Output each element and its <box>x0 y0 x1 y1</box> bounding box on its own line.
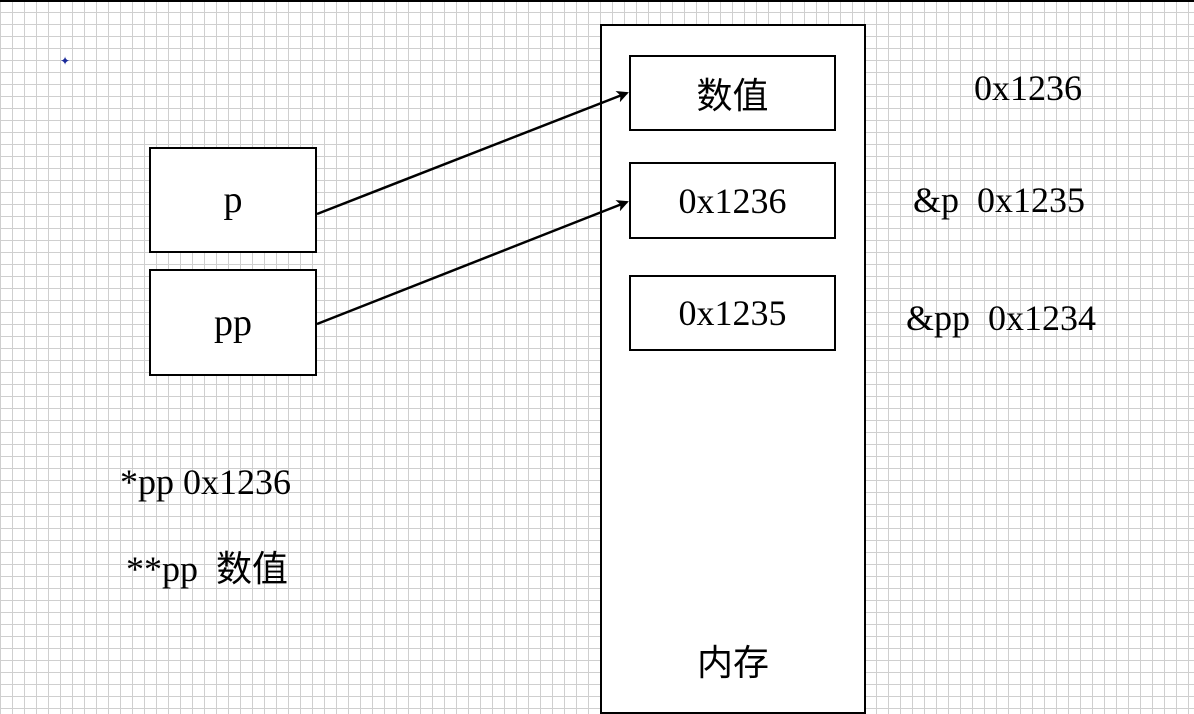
address-value: 0x1236 <box>974 68 1082 108</box>
memory-cell-p-label: 0x1236 <box>678 180 787 221</box>
anchor-marker-icon: ✦ <box>60 54 71 68</box>
memory-cell-p[interactable]: 0x1236 <box>629 162 836 239</box>
pointer-box-pp[interactable]: pp <box>149 269 317 376</box>
pointer-box-p-label: p <box>223 179 243 221</box>
pointer-box-pp-label: pp <box>214 301 252 344</box>
memory-cell-pp-label: 0x1235 <box>678 293 787 333</box>
memory-cell-value[interactable]: 数值 <box>629 55 836 131</box>
address-pp: &pp 0x1234 <box>906 298 1097 338</box>
address-p: &p 0x1235 <box>913 180 1086 220</box>
arrow-pp-to-p-cell <box>316 200 629 326</box>
memory-block[interactable]: 内存 <box>600 24 866 714</box>
note-deref-one: *pp 0x1236 <box>120 462 291 502</box>
memory-cell-pp[interactable]: 0x1235 <box>629 275 836 351</box>
memory-title: 内存 <box>696 643 769 683</box>
arrow-p-to-value <box>316 91 629 216</box>
top-border <box>0 0 1194 2</box>
pointer-box-p[interactable]: p <box>149 147 317 253</box>
note-deref-two: **pp 数值 <box>126 549 289 589</box>
memory-cell-value-label: 数值 <box>696 76 769 116</box>
arrows <box>316 91 629 326</box>
